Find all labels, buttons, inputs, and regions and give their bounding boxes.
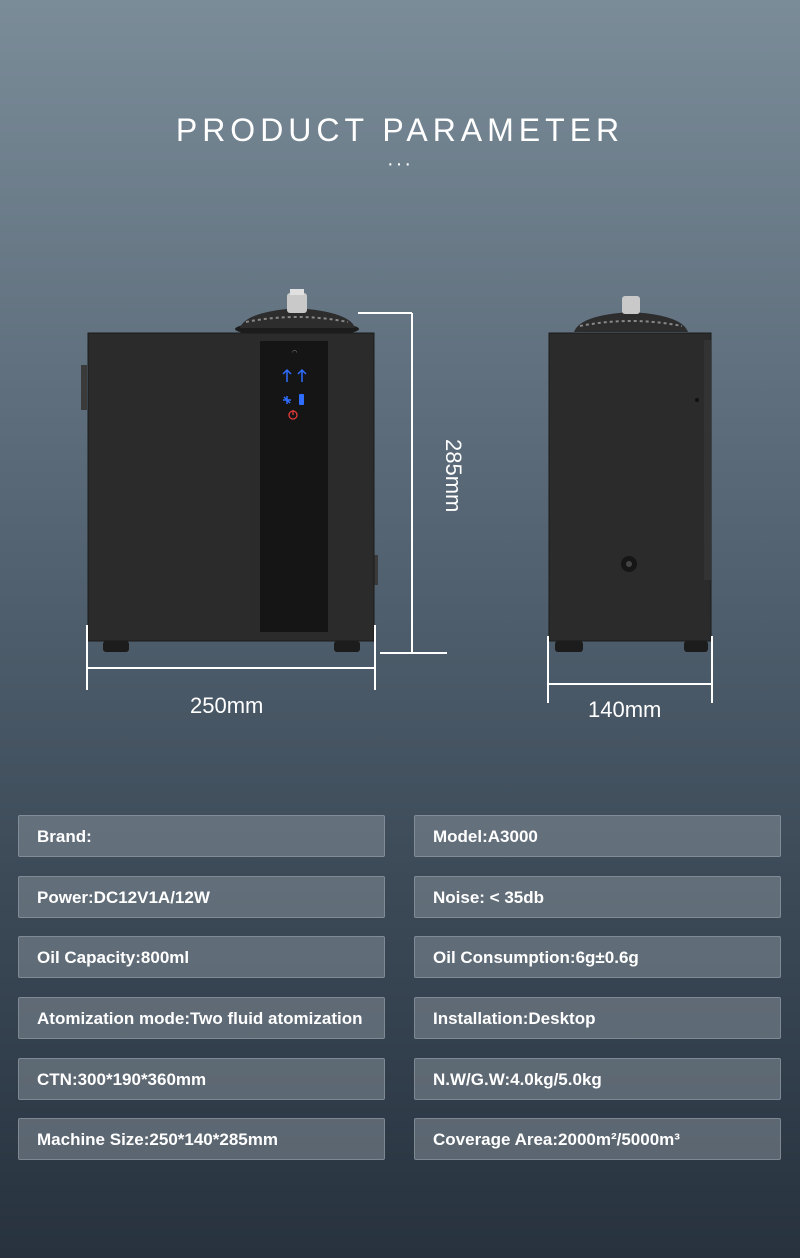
up-arrow-icon bbox=[297, 368, 307, 382]
front-view: ◠ bbox=[81, 289, 447, 690]
spec-brand: Brand: bbox=[18, 815, 385, 857]
width-dimension-label: 250mm bbox=[190, 693, 264, 718]
depth-dimension-label: 140mm bbox=[588, 697, 662, 722]
wifi-icon: ◠ bbox=[292, 350, 297, 356]
spec-power: Power:DC12V1A/12W bbox=[18, 876, 385, 918]
side-view bbox=[547, 296, 713, 703]
page-title: PRODUCT PARAMETER bbox=[175, 112, 625, 148]
spec-model: Model:A3000 bbox=[414, 815, 781, 857]
spec-coverage-area: Coverage Area:2000m²/5000m³ bbox=[414, 1118, 781, 1160]
spec-oil-consumption: Oil Consumption:6g±0.6g bbox=[414, 936, 781, 978]
spec-weight: N.W/G.W:4.0kg/5.0kg bbox=[414, 1058, 781, 1100]
spec-atomization-mode: Atomization mode:Two fluid atomization bbox=[18, 997, 385, 1039]
title-dots: ··· bbox=[387, 153, 413, 175]
spec-installation: Installation:Desktop bbox=[414, 997, 781, 1039]
fan-icon bbox=[283, 396, 291, 404]
up-arrow-icon bbox=[282, 368, 292, 382]
button-icon bbox=[299, 394, 304, 405]
touch-controls bbox=[282, 368, 307, 420]
spec-machine-size: Machine Size:250*140*285mm bbox=[18, 1118, 385, 1160]
product-illustration: ◠ bbox=[81, 289, 713, 703]
spec-oil-capacity: Oil Capacity:800ml bbox=[18, 936, 385, 978]
spec-ctn: CTN:300*190*360mm bbox=[18, 1058, 385, 1100]
spec-noise: Noise: < 35db bbox=[414, 876, 781, 918]
